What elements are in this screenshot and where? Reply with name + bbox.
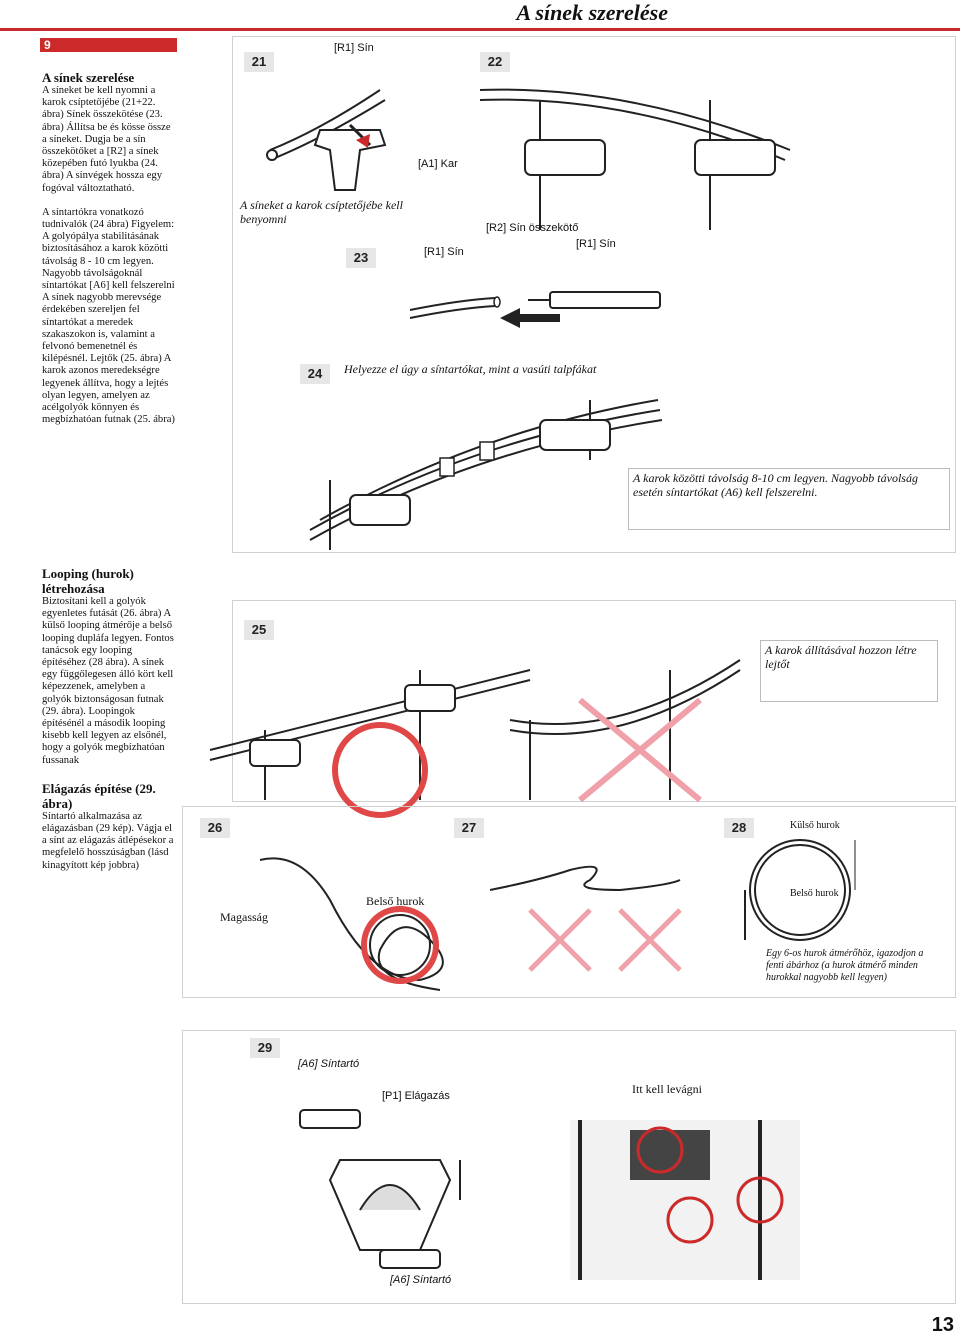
label-a6-bottom: [A6] Síntartó xyxy=(390,1274,452,1286)
figure-number-26: 26 xyxy=(200,818,230,838)
note-fig25: A karok állításával hozzon létre lejtőt xyxy=(760,640,938,702)
panel-figures-21-24 xyxy=(232,36,956,553)
paragraph-looping: Biztosítani kell a golyók egyenletes fut… xyxy=(42,596,174,766)
figure-number-21: 21 xyxy=(244,52,274,72)
figure-number-22: 22 xyxy=(480,52,510,72)
illustration-arm-with-rails xyxy=(479,88,791,230)
heading-rail-assembly: A sínek szerelése xyxy=(42,70,135,85)
caption-fig21: A síneket a karok csíptetőjébe kell beny… xyxy=(240,198,403,226)
page-header-title: A sínek szerelése xyxy=(516,0,668,25)
correct-mark-icon xyxy=(332,722,428,818)
note-fig24: A karok közötti távolság 8-10 cm legyen.… xyxy=(628,468,950,530)
figure-number-29: 29 xyxy=(250,1038,280,1058)
left-column-middle: Looping (hurok) létrehozása Biztosítani … xyxy=(42,566,175,872)
heading-looping: Looping (hurok) létrehozása xyxy=(42,566,134,596)
illustration-rail-holders-curve xyxy=(309,399,663,550)
label-outer-loop: Külső hurok xyxy=(790,820,840,831)
illustration-rail-connection xyxy=(409,291,661,328)
figure-number-24: 24 xyxy=(300,364,330,384)
label-branch-p1: [P1] Elágazás xyxy=(382,1090,450,1102)
note-fig28: Egy 6-os hurok átmérőhöz, igazodjon a fe… xyxy=(766,948,924,983)
label-a6-top: [A6] Síntartó xyxy=(298,1058,360,1070)
illustration-loops-comparison xyxy=(361,865,682,984)
label-inner-loop: Belső hurok xyxy=(366,894,425,908)
left-column-top: A sínek szerelése A síneket be kell nyom… xyxy=(42,70,175,426)
figure-number-23: 23 xyxy=(346,248,376,268)
label-rail-connector-r2: [R2] Sín összekötő xyxy=(486,222,579,234)
cut-mark-icon xyxy=(636,1126,684,1174)
label-rail-r1: [R1] Sín xyxy=(334,42,374,54)
paragraph-branch: Síntartó alkalmazása az elágazásban (29 … xyxy=(42,810,174,871)
panel-figure-29 xyxy=(182,1030,956,1304)
label-cut-here: Itt kell levágni xyxy=(632,1082,702,1096)
section-number: 9 xyxy=(40,38,177,52)
heading-branch: Elágazás építése (29. ábra) xyxy=(42,780,156,811)
page-number: 13 xyxy=(931,1314,954,1336)
illustration-branch-assembly xyxy=(299,1109,800,1280)
figure-number-28: 28 xyxy=(724,818,754,838)
label-rail-left-r1: [R1] Sín xyxy=(424,246,464,258)
illustration-loop-diameters xyxy=(744,839,856,941)
illustration-rail-clip xyxy=(266,89,387,191)
paragraph-rail-assembly: A síneket be kell nyomni a karok csíptet… xyxy=(42,85,171,194)
caption-fig24: Helyezze el úgy a síntartókat, mint a va… xyxy=(344,362,597,376)
panel-figures-26-28 xyxy=(182,806,956,998)
header-rule xyxy=(0,28,960,31)
label-height: Magasság xyxy=(220,910,268,924)
figure-number-27: 27 xyxy=(454,818,484,838)
label-inner-loop-28: Belső hurok xyxy=(790,888,839,899)
figure-number-25: 25 xyxy=(244,620,274,640)
panel-figure-25 xyxy=(232,600,956,802)
label-rail-right-r1: [R1] Sín xyxy=(576,238,616,250)
illustration-slope-comparison xyxy=(209,659,741,818)
label-arm-a1: [A1] Kar xyxy=(418,158,458,170)
paragraph-rail-holders: A síntartókra vonatkozó tudnivalók (24 á… xyxy=(42,206,175,426)
